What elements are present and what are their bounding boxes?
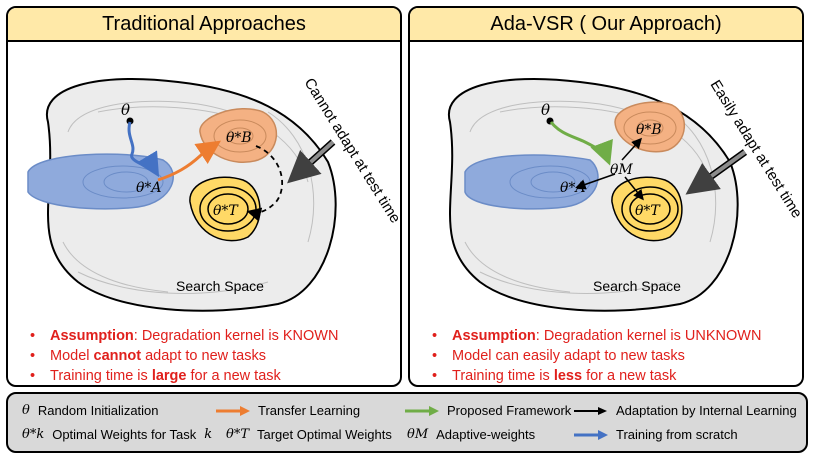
orange-arrow-icon [216,405,250,416]
adapt-to-t [624,176,644,201]
legend-proposed-framework: Proposed Framework [405,403,571,418]
search-space-diagram: θ θ*A θ*B θ*T Search Space Cannot adapt … [27,75,400,312]
panel-title: Ada-VSR ( Our Approach) [410,8,802,42]
adapt-to-a [575,173,616,190]
label-theta-a: θ*A [136,180,162,196]
bullet-training: Training time is large for a new task [30,366,338,385]
bullet-adapt: Model cannot adapt to new tasks [30,346,338,366]
init-point [126,117,134,125]
legend-internal-learning: Adaptation by Internal Learning [574,403,797,418]
label-theta-b: θ*B [636,122,662,138]
search-space-label: Search Space [593,278,681,294]
adapt-to-b [621,137,643,161]
label-theta-b: θ*B [226,130,252,146]
bullet-assumption: Assumption: Degradation kernel is KNOWN [30,326,338,346]
region-task-t [611,176,683,242]
label-theta: θ [541,101,550,119]
proposed-framework-path [549,121,613,166]
legend-training-scratch: Training from scratch [574,427,738,442]
green-arrow-icon [405,405,439,416]
label-theta-t: θ*T [213,203,239,219]
bullet-assumption: Assumption: Degradation kernel is UNKNOW… [432,326,761,346]
label-theta-a: θ*A [560,180,586,196]
label-theta-t: θ*T [635,203,661,219]
transfer-learning-path [157,140,221,182]
failed-adapt-path [246,145,284,222]
panel-title: Traditional Approaches [8,8,400,42]
panel-ada-vsr: Ada-VSR ( Our Approach) [408,6,804,387]
bullet-list: Assumption: Degradation kernel is UNKNOW… [432,326,761,385]
label-theta: θ [121,101,130,119]
blue-arrow-icon [574,429,608,440]
search-space-diagram: θ θM θ*A θ*B θ*T Search Space Easily ada… [447,77,802,312]
bullet-list: Assumption: Degradation kernel is KNOWN … [30,326,338,385]
search-space-label: Search Space [176,278,264,294]
label-theta-m: θM [610,162,633,178]
panel-traditional: Traditional Approaches [6,6,402,387]
bullet-adapt: Model can easily adapt to new tasks [432,346,761,366]
black-arrow-icon [574,406,607,415]
bullet-training: Training time is less for a new task [432,366,761,385]
legend-transfer-learning: Transfer Learning [216,403,360,418]
training-from-scratch-path [127,121,160,178]
